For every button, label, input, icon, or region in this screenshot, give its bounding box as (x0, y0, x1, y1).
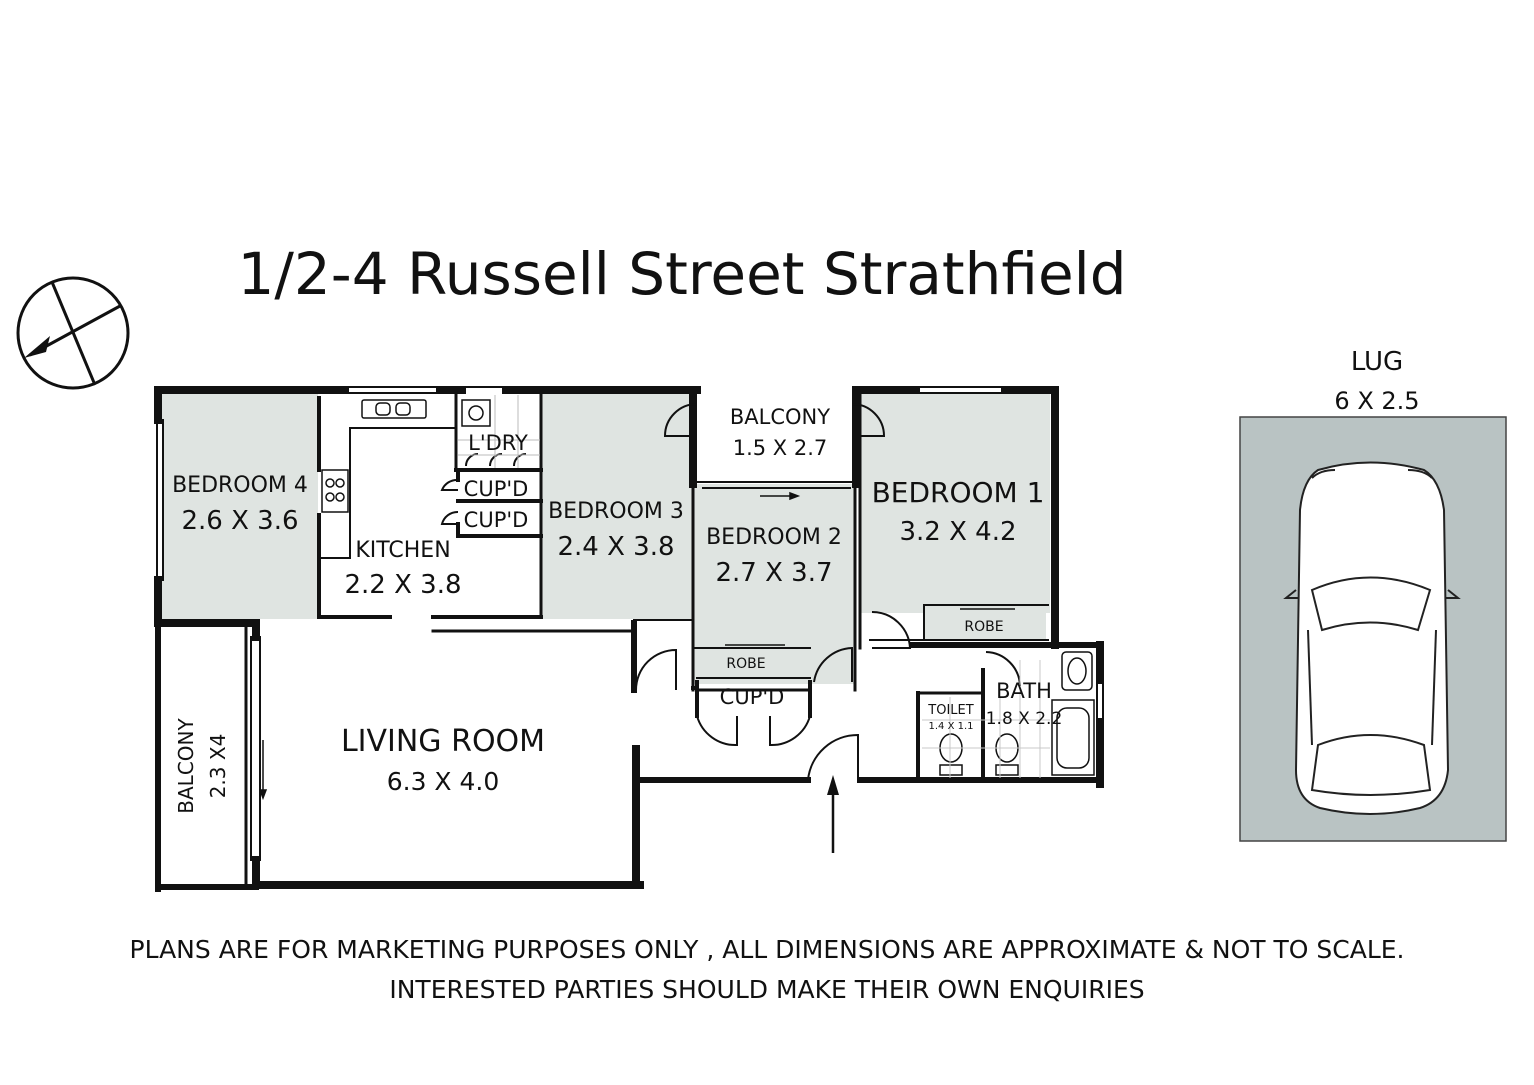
disclaimer-line-2: INTERESTED PARTIES SHOULD MAKE THEIR OWN… (389, 975, 1145, 1004)
balcony-top-dims: 1.5 X 2.7 (733, 436, 828, 460)
bedroom1-name: BEDROOM 1 (872, 476, 1045, 509)
robe1-name: ROBE (964, 619, 1003, 635)
compass-icon (16, 276, 130, 390)
garage-dims: 6 X 2.5 (1334, 387, 1419, 415)
basin-icon (1061, 651, 1093, 691)
cooktop-icon (321, 469, 349, 513)
toilet-dims: 1.4 X 1.1 (928, 721, 973, 732)
cupd2-name: CUP'D (464, 508, 529, 532)
bedroom3-dims: 2.4 X 3.8 (557, 532, 674, 562)
bedroom2-name: BEDROOM 2 (706, 525, 842, 550)
kitchen-name: KITCHEN (355, 538, 450, 563)
bedroom4-dims: 2.6 X 3.6 (181, 506, 298, 536)
garage-name: LUG (1351, 347, 1403, 377)
bath-dims: 1.8 X 2.2 (986, 709, 1063, 729)
balcony-side-dims: 2.3 X4 (206, 734, 230, 799)
living-name: LIVING ROOM (341, 724, 545, 759)
laundry-tiles (458, 395, 540, 468)
sliding-door-arrows (258, 491, 1015, 801)
bedroom4-name: BEDROOM 4 (172, 473, 308, 498)
entry-arrow-icon (827, 775, 839, 853)
room-labels: BEDROOM 4 2.6 X 3.6 KITCHEN 2.2 X 3.8 L'… (172, 405, 1062, 814)
laundry-name: L'DRY (468, 431, 528, 455)
bath-tiles (922, 660, 1050, 778)
kitchen-dims: 2.2 X 3.8 (344, 570, 461, 600)
sink-icon (361, 399, 491, 427)
cupd1-name: CUP'D (464, 477, 529, 501)
bathtub-icon (1051, 699, 1095, 776)
garage: LUG 6 X 2.5 (1239, 347, 1507, 842)
living-dims: 6.3 X 4.0 (387, 767, 500, 796)
bedroom2-dims: 2.7 X 3.7 (715, 558, 832, 588)
bath-name: BATH (996, 679, 1052, 703)
bedroom3-name: BEDROOM 3 (548, 499, 684, 524)
walls (154, 386, 1104, 892)
plan-title: 1/2-4 Russell Street Strathfield (237, 240, 1127, 308)
cupd3-name: CUP'D (720, 685, 785, 709)
doors (440, 403, 1021, 781)
robe2-name: ROBE (726, 656, 765, 672)
toilet-icon (939, 733, 1019, 776)
disclaimer-line-1: PLANS ARE FOR MARKETING PURPOSES ONLY , … (129, 935, 1405, 964)
balcony-top-name: BALCONY (730, 405, 830, 429)
room-fills (162, 393, 1050, 684)
disclaimer: PLANS ARE FOR MARKETING PURPOSES ONLY , … (0, 930, 1534, 1010)
car-icon (1283, 461, 1461, 815)
balcony-side-name: BALCONY (174, 718, 198, 814)
bedroom1-dims: 3.2 X 4.2 (899, 517, 1016, 547)
toilet-name: TOILET (927, 703, 973, 718)
